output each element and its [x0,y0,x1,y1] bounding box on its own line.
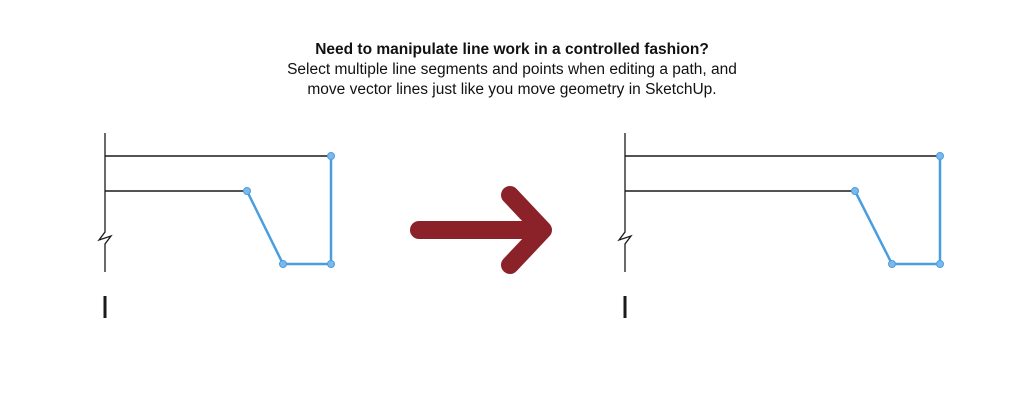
caption-headline: Need to manipulate line work in a contro… [315,41,709,58]
caption: Need to manipulate line work in a contro… [0,40,1024,100]
path-point[interactable] [888,260,896,268]
caption-line-2: move vector lines just like you move geo… [307,81,717,98]
path-point[interactable] [327,152,335,160]
right-arrow-icon [410,186,552,274]
path-point[interactable] [243,187,251,195]
path-point[interactable] [936,260,944,268]
selected-path[interactable] [245,156,333,266]
path-point[interactable] [851,187,859,195]
wall-line [97,133,113,272]
wall-line [617,133,633,272]
path-point[interactable] [279,260,287,268]
selected-path[interactable] [853,156,942,266]
before-drawing [97,133,335,318]
caption-line-1: Select multiple line segments and points… [287,61,737,78]
path-point[interactable] [936,152,944,160]
after-drawing [617,133,944,318]
path-point[interactable] [327,260,335,268]
